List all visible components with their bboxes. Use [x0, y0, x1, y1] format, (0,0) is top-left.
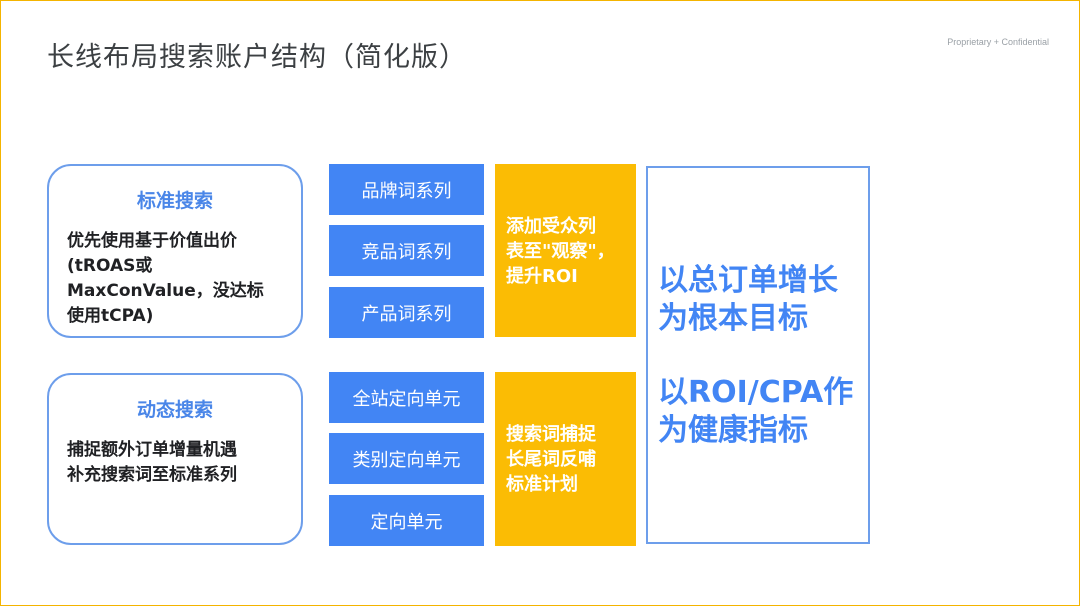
competitor-keyword-series-box: 竞品词系列: [329, 225, 484, 276]
primary-goal-text: 以总订单增长 为根本目标: [658, 263, 838, 336]
site-targeting-unit-box: 全站定向单元: [329, 372, 484, 423]
goals-box: 以总订单增长 为根本目标 以ROI/CPA作 为健康指标: [646, 166, 870, 544]
dynamic-search-title: 动态搜索: [136, 399, 213, 421]
dynamic-search-panel: 动态搜索 捕捉额外订单增量机遇 补充搜索词至标准系列: [47, 373, 303, 545]
standard-search-description: 优先使用基于价值出价 (tROAS或 MaxConValue，没达标 使用tCP…: [67, 231, 264, 326]
standard-search-title: 标准搜索: [136, 190, 213, 212]
targeting-unit-box: 定向单元: [329, 495, 484, 546]
product-keyword-series-box: 产品词系列: [329, 287, 484, 338]
confidential-label: Proprietary + Confidential: [947, 37, 1049, 47]
brand-keyword-series-box: 品牌词系列: [329, 164, 484, 215]
slide-title: 长线布局搜索账户结构（简化版）: [47, 42, 467, 73]
dynamic-search-description: 捕捉额外订单增量机遇 补充搜索词至标准系列: [67, 440, 237, 485]
standard-search-panel: 标准搜索 优先使用基于价值出价 (tROAS或 MaxConValue，没达标 …: [47, 164, 303, 338]
search-term-capture-box: 搜索词捕捉 长尾词反哺 标准计划: [495, 372, 636, 546]
audience-observation-box: 添加受众列 表至"观察"， 提升ROI: [495, 164, 636, 337]
category-targeting-unit-box: 类别定向单元: [329, 433, 484, 484]
health-metric-text: 以ROI/CPA作 为健康指标: [658, 375, 854, 448]
